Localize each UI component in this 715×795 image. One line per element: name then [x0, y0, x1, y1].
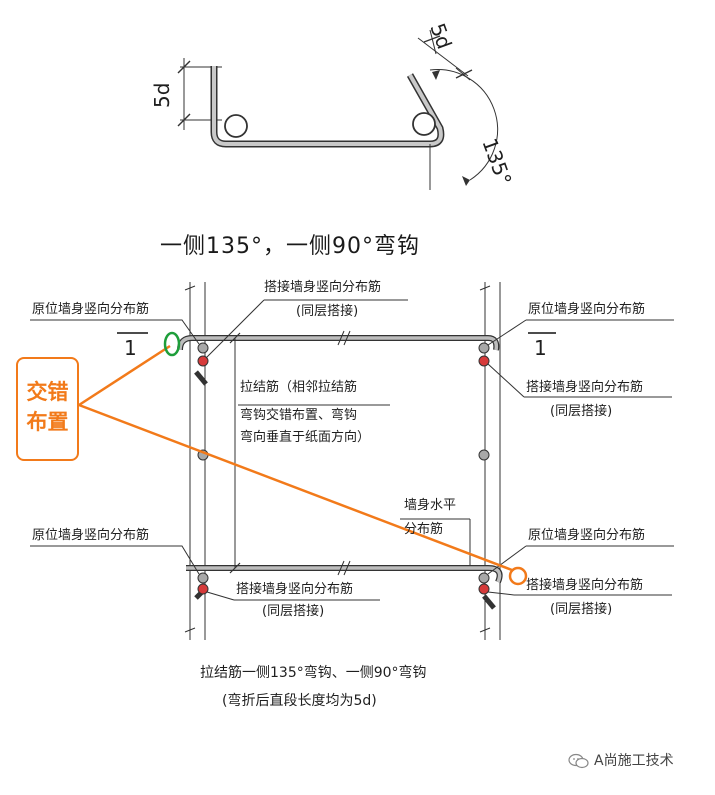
- label-horizontal-bar-1: 墙身水平: [404, 498, 457, 513]
- label-lap-bottom-right-note: (同层搭接): [550, 602, 613, 617]
- wechat-icon: [568, 753, 589, 769]
- section-mark-left: 1: [124, 336, 137, 360]
- stagger-callout: [78, 331, 528, 586]
- label-lap-right-note: (同层搭接): [550, 404, 613, 419]
- wall-section: [30, 282, 674, 640]
- label-tie-bar-2: 弯钩交错布置、弯钩: [240, 408, 358, 423]
- label-left-top-original: 原位墙身竖向分布筋: [32, 302, 150, 317]
- label-lap-top-note: (同层搭接): [296, 304, 359, 319]
- label-lap-right: 搭接墙身竖向分布筋: [526, 380, 644, 395]
- label-lap-bottom: 搭接墙身竖向分布筋: [236, 582, 354, 597]
- caption-line2: (弯折后直段长度均为5d): [222, 693, 377, 709]
- label-right-top-original: 原位墙身竖向分布筋: [528, 302, 646, 317]
- label-right-bottom-original: 原位墙身竖向分布筋: [528, 528, 646, 543]
- hook-detail: [177, 29, 499, 190]
- label-tie-bar-1: 拉结筋（相邻拉结筋: [240, 380, 358, 395]
- stagger-marker-top: [163, 331, 181, 357]
- stagger-callout-box: 交错 布置: [16, 357, 79, 461]
- hook-detail-title: 一侧135°，一侧90°弯钩: [160, 234, 420, 259]
- dim-left-5d: 5d: [150, 82, 174, 108]
- label-lap-bottom-right: 搭接墙身竖向分布筋: [526, 578, 644, 593]
- stagger-callout-line2: 布置: [26, 410, 69, 434]
- watermark: A尚施工技术: [568, 750, 674, 770]
- stagger-marker-bottom: [508, 566, 528, 586]
- stagger-callout-line1: 交错: [26, 380, 69, 404]
- label-lap-top: 搭接墙身竖向分布筋: [264, 280, 382, 295]
- label-lap-bottom-note: (同层搭接): [262, 604, 325, 619]
- label-tie-bar-3: 弯向垂直于纸面方向）: [240, 430, 371, 445]
- label-left-bottom-original: 原位墙身竖向分布筋: [32, 528, 150, 543]
- caption-line1: 拉结筋一侧135°弯钩、一侧90°弯钩: [200, 665, 427, 681]
- watermark-text: A尚施工技术: [594, 753, 674, 769]
- label-horizontal-bar-2: 分布筋: [404, 522, 444, 537]
- section-mark-right: 1: [534, 336, 547, 360]
